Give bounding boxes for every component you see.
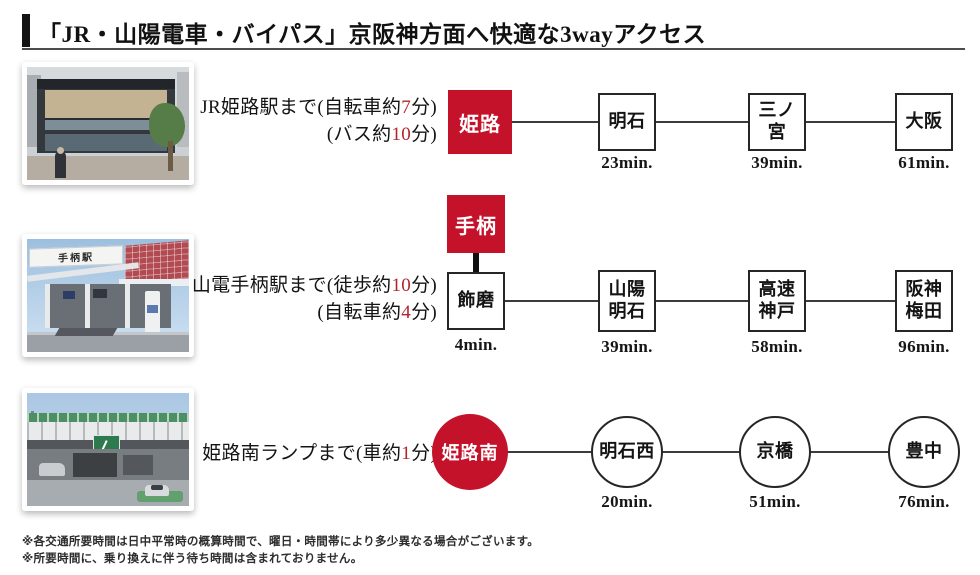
platform-edge: [54, 328, 118, 336]
footnote-line: ※各交通所要時間は日中平常時の概算時間で、曜日・時間帯により多少異なる場合がござ…: [22, 536, 540, 548]
caption-text: 分): [411, 302, 437, 323]
station-osaka: 大阪: [895, 93, 953, 151]
person-head: [57, 147, 64, 154]
route-jr-line: [510, 121, 925, 123]
tegara-station-scene: 手柄駅: [27, 239, 189, 352]
time-label: 39min.: [751, 153, 803, 172]
truck: [123, 455, 153, 475]
footnotes: ※各交通所要時間は日中平常時の概算時間で、曜日・時間帯により多少異なる場合がござ…: [22, 534, 539, 568]
station-kosoku-kobe: 高速 神戸: [748, 270, 806, 332]
station-sanyo-akashi: 山陽 明石: [598, 270, 656, 332]
title-underline: [22, 48, 965, 50]
post: [45, 284, 50, 328]
pavement: [27, 156, 189, 180]
photo-tegara-station: 手柄駅: [22, 234, 194, 357]
pillar-band: [147, 305, 158, 313]
ramp-scene: [27, 393, 189, 506]
caption-text: 分): [411, 124, 437, 145]
ramp-toyonaka: 豊中: [888, 416, 960, 488]
caption-text: 分): [411, 97, 437, 118]
caption-line: (自転車約4分): [186, 299, 437, 326]
jr-station-scene: [27, 67, 189, 180]
highway-green-rail: [27, 413, 189, 422]
time-label: 39min.: [601, 337, 653, 356]
page-title: 「JR・山陽電車・バイパス」京阪神方面へ快適な3wayアクセス: [38, 22, 707, 47]
post: [125, 284, 130, 328]
time-label: 96min.: [898, 337, 950, 356]
origin-himeji-minami: 姫路南: [432, 414, 508, 490]
route-bypass-caption: 姫路南ランプまで(車約1分): [186, 440, 437, 467]
route-sanyo-line: [505, 300, 925, 302]
ramp-kyobashi: 京橋: [739, 416, 811, 488]
caption-number: 10: [391, 275, 412, 296]
caption-number: 10: [391, 124, 412, 145]
caption-line: JR姫路駅まで(自転車約7分): [186, 94, 437, 121]
caption-text: 分): [411, 275, 437, 296]
car: [145, 485, 169, 496]
truck: [73, 453, 117, 477]
station-akashi: 明石: [598, 93, 656, 151]
glass-band: [45, 118, 167, 130]
title-accent-bar: [22, 14, 30, 47]
building-upper-interior: [45, 90, 167, 118]
car: [39, 463, 65, 476]
caption-line: (バス約10分): [186, 121, 437, 148]
origin-himeji: 姫路: [448, 90, 512, 154]
time-label: 76min.: [898, 492, 950, 511]
tegara-shikama-connector: [473, 253, 479, 273]
caption-number: 4: [401, 302, 412, 323]
building-roof-band: [37, 79, 175, 89]
highway-deck: [27, 422, 189, 440]
route-bypass-line: [505, 451, 925, 453]
time-label: 61min.: [898, 153, 950, 172]
time-label: 20min.: [601, 492, 653, 511]
caption-line: 姫路南ランプまで(車約1分): [186, 440, 437, 467]
time-label: 23min.: [601, 153, 653, 172]
route-jr-caption: JR姫路駅まで(自転車約7分) (バス約10分): [186, 94, 437, 148]
station-hanshin-umeda: 阪神 梅田: [895, 270, 953, 332]
caption-text: (自転車約: [317, 302, 402, 323]
caption-text: 姫路南ランプまで(車約: [202, 443, 402, 464]
caption-number: 7: [401, 97, 412, 118]
caption-text: (バス約: [326, 124, 392, 145]
post: [85, 284, 90, 328]
small-sign: [93, 289, 107, 298]
person: [55, 152, 66, 178]
storefront-glass: [45, 134, 167, 151]
caption-line: 山電手柄駅まで(徒歩約10分): [186, 272, 437, 299]
small-sign: [63, 291, 75, 299]
caption-text: 山電手柄駅まで(徒歩約: [191, 275, 392, 296]
time-label: 51min.: [749, 492, 801, 511]
caption-text: 分): [411, 443, 437, 464]
time-label: 4min.: [454, 335, 498, 354]
station-sign: 手柄駅: [29, 245, 123, 268]
tree: [149, 103, 185, 147]
station-sannomiya: 三ノ宮: [748, 93, 806, 151]
station-shikama: 飾磨: [447, 272, 505, 330]
caption-number: 1: [401, 443, 412, 464]
origin-tegara: 手柄: [447, 195, 505, 253]
tree-trunk: [168, 141, 173, 171]
roof-fascia: [119, 279, 189, 286]
car-window: [151, 485, 163, 490]
route-sanyo-caption: 山電手柄駅まで(徒歩約10分) (自転車約4分): [186, 272, 437, 326]
ramp-akashi-nishi: 明石西: [591, 416, 663, 488]
photo-himeji-minami-ramp: [22, 388, 194, 511]
footnote-line: ※所要時間に、乗り換えに伴う待ち時間は含まれておりません。: [22, 553, 363, 565]
photo-jr-himeji-station: [22, 62, 194, 185]
green-road-paint: [137, 491, 183, 502]
caption-text: JR姫路駅まで(自転車約: [200, 97, 402, 118]
time-label: 58min.: [751, 337, 803, 356]
